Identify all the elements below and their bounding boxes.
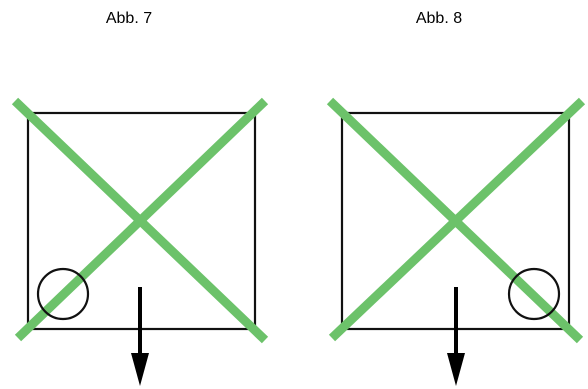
figure-drawing <box>326 97 586 386</box>
arrow-head <box>447 353 465 386</box>
arrow-head <box>131 353 149 386</box>
marker-circle <box>507 267 561 321</box>
marker-circle <box>36 267 90 321</box>
figure-caption: Abb. 7 <box>105 10 153 27</box>
figure-caption: Abb. 8 <box>415 10 463 27</box>
cross-line-up <box>14 97 269 342</box>
cross-line-up <box>328 97 586 342</box>
figure-drawing <box>11 97 269 386</box>
figure-abb-8: Abb. 8 <box>294 0 588 389</box>
figure-abb-7: Abb. 7 <box>11 10 269 386</box>
